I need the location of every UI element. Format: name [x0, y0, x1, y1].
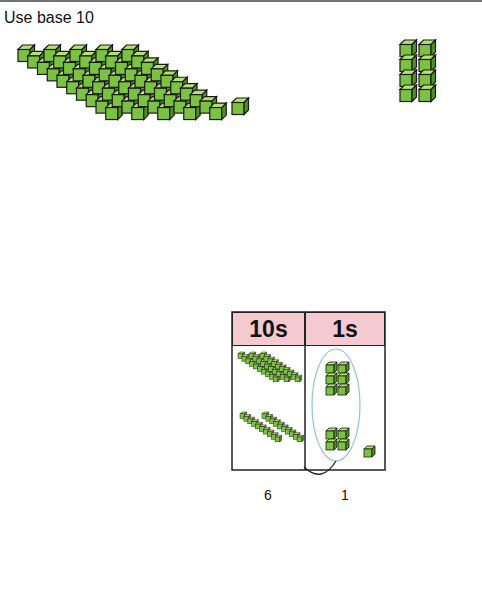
table-ten-rods [238, 352, 304, 442]
ten-rods [18, 45, 249, 120]
top-rule [0, 0, 482, 2]
header-text: 10s [249, 316, 287, 343]
place-value-digit: 1 [341, 487, 349, 503]
place-value-table [232, 312, 385, 470]
regroup-arrow [304, 461, 336, 474]
header-text: 1s [332, 316, 358, 343]
column-header: 1s [305, 312, 385, 346]
table-unit-cubes [326, 362, 375, 457]
unit-cubes [400, 40, 436, 102]
column-header: 10s [232, 312, 305, 346]
regroup-circle [312, 349, 360, 461]
instruction-text: Use base 10 [4, 9, 94, 27]
place-value-digit: 6 [264, 487, 272, 503]
